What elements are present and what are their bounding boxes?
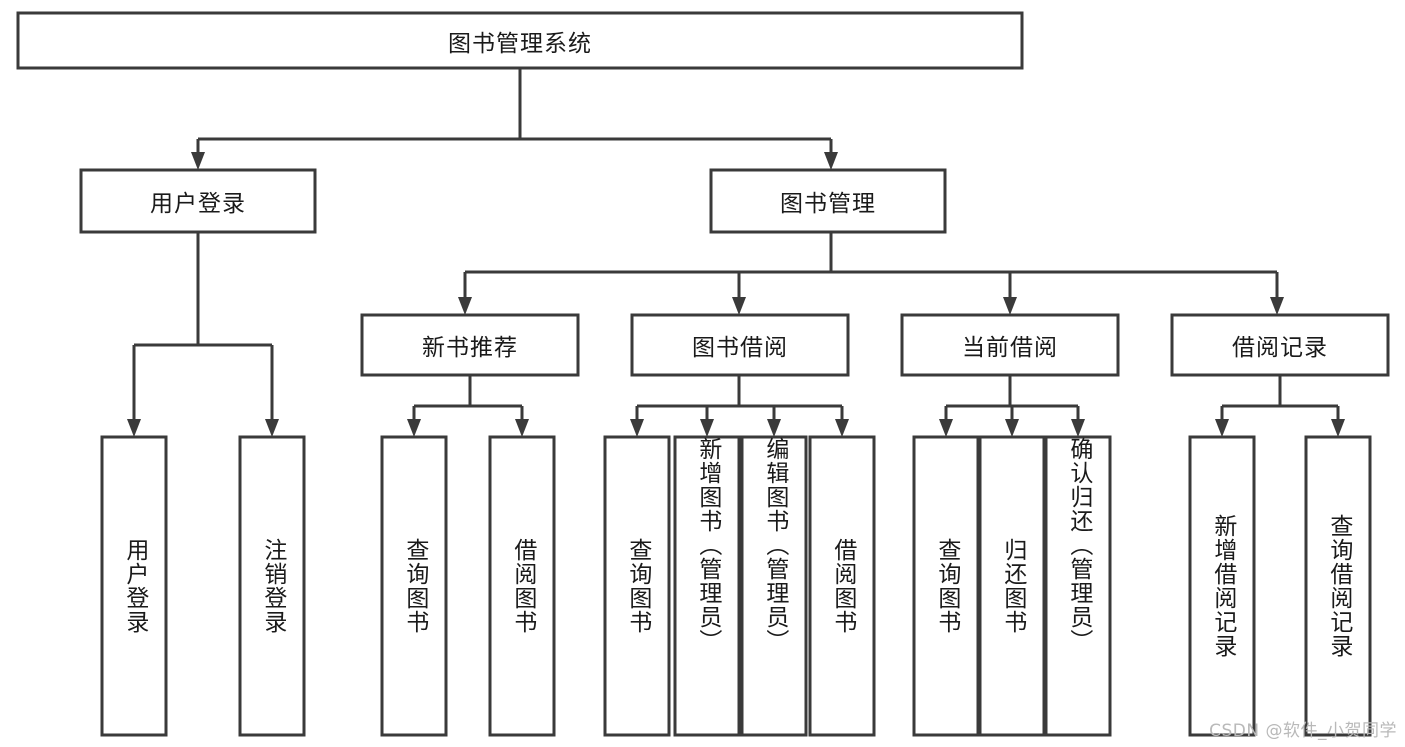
arrow-current-leaf9 <box>939 419 953 437</box>
node-box-leaf6[interactable] <box>673 435 741 737</box>
node-box-leaf1[interactable] <box>100 435 168 737</box>
csdn-watermark: CSDN @软件_小贺同学 <box>1209 721 1397 741</box>
arrow-record-leaf13 <box>1331 419 1345 437</box>
node-box-root[interactable] <box>16 11 1024 70</box>
node-box-leaf4[interactable] <box>488 435 556 737</box>
nodes-layer <box>16 11 1390 737</box>
arrow-bm-current <box>1003 297 1017 315</box>
node-box-leaf11[interactable] <box>1044 435 1112 737</box>
node-box-leaf7[interactable] <box>740 435 808 737</box>
arrow-current-leaf10 <box>1005 419 1019 437</box>
node-box-bookmgmt[interactable] <box>709 168 947 234</box>
arrow-login-leaf2 <box>265 419 279 437</box>
node-box-leaf2[interactable] <box>238 435 306 737</box>
arrow-record-leaf12 <box>1215 419 1229 437</box>
arrow-newbook-leaf4 <box>515 419 529 437</box>
node-box-newbook[interactable] <box>360 313 580 377</box>
arrow-bm-newbook <box>458 297 472 315</box>
arrow-newbook-leaf3 <box>407 419 421 437</box>
node-box-leaf13[interactable] <box>1304 435 1372 737</box>
node-box-login[interactable] <box>79 168 317 234</box>
arrow-borrow-leaf8 <box>835 419 849 437</box>
node-box-leaf12[interactable] <box>1188 435 1256 737</box>
arrow-current-leaf11 <box>1071 419 1085 437</box>
node-box-leaf8[interactable] <box>808 435 876 737</box>
node-box-leaf10[interactable] <box>978 435 1046 737</box>
arrow-root-to-login <box>191 152 205 170</box>
arrow-root-to-bookmgmt <box>824 152 838 170</box>
node-box-leaf3[interactable] <box>380 435 448 737</box>
arrow-borrow-leaf6 <box>700 419 714 437</box>
node-box-record[interactable] <box>1170 313 1390 377</box>
arrow-bm-record <box>1270 297 1284 315</box>
arrow-login-leaf1 <box>127 419 141 437</box>
node-box-leaf9[interactable] <box>912 435 980 737</box>
arrow-borrow-leaf7 <box>767 419 781 437</box>
edges-layer <box>127 68 1345 437</box>
node-box-leaf5[interactable] <box>603 435 671 737</box>
node-box-borrow[interactable] <box>630 313 850 377</box>
arrow-borrow-leaf5 <box>630 419 644 437</box>
arrow-bm-borrow <box>732 297 746 315</box>
node-box-current[interactable] <box>900 313 1120 377</box>
